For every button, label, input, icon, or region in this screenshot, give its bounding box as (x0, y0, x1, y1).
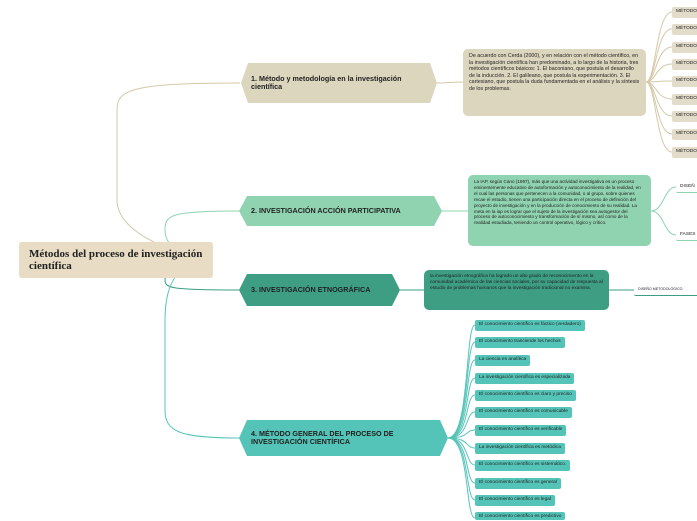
b4-leaf[interactable]: El conocimiento científico es claro y pr… (475, 390, 576, 401)
branch-3-summary-text: la investigación etnográfica ha logrado … (430, 274, 603, 292)
b4-leaf[interactable]: El conocimiento científico es predictivo (475, 512, 566, 520)
branch-2-title: 2. INVESTIGACIÓN ACCIÓN PARTICIPATIVA (251, 205, 401, 215)
b4-leaf[interactable]: El conocimiento científico es fáctico (v… (475, 320, 585, 331)
b4-leaf[interactable]: El conocimiento científico es legal (475, 495, 555, 506)
branch-1-summary-text: De acuerdo con Cerda (2000), y en relaci… (469, 53, 640, 92)
b1-leaf[interactable]: MÉTODO (672, 129, 697, 140)
b2-leaf[interactable]: FASES (676, 230, 697, 241)
b1-leaf[interactable]: MÉTODO (672, 24, 697, 35)
branch-2-shape (239, 196, 442, 226)
branch-1-title: 1. Método y metodología en la investigac… (251, 73, 402, 91)
branch-2-summary-text: La IAP, según Cano (1997), más que una a… (474, 179, 641, 226)
b2-leaf[interactable]: DISEÑ (676, 182, 697, 193)
branch-3-node[interactable]: 3. INVESTIGACIÓN ETNOGRÁFICA (251, 270, 399, 310)
branch-1-node[interactable]: 1. Método y metodología en la investigac… (251, 63, 431, 103)
b1-leaf[interactable]: MÉTODO (672, 59, 697, 70)
branch-1-shape (241, 63, 437, 103)
b1-leaf[interactable]: MÉTODO (672, 76, 697, 87)
branch-2-summary[interactable]: La IAP, según Cano (1997), más que una a… (468, 175, 651, 246)
root-node[interactable]: Métodos del proceso de investigación cie… (19, 242, 213, 278)
b4-leaf[interactable]: El conocimiento trasciende los hechos (475, 337, 565, 348)
root-title: Métodos del proceso de investigación cie… (29, 248, 203, 272)
branch-3-shape (239, 274, 400, 306)
b4-leaf[interactable]: El conocimiento científico es comunicabl… (475, 407, 572, 418)
b1-leaf[interactable]: MÉTODO (672, 147, 697, 158)
branch-3-title: 3. INVESTIGACIÓN ETNOGRÁFICA (251, 284, 371, 294)
b3-leaf[interactable]: DISEÑO METODOLÓGICO (634, 285, 697, 296)
branch-4-title: 4. MÉTODO GENERAL DEL PROCESO DE INVESTI… (251, 428, 394, 446)
branch-3-summary[interactable]: la investigación etnográfica ha logrado … (424, 270, 609, 310)
branch-1-summary[interactable]: De acuerdo con Cerda (2000), y en relaci… (463, 49, 646, 116)
branch-4-shape (239, 420, 448, 456)
b4-leaf[interactable]: El conocimiento científico es sistemátic… (475, 460, 571, 471)
b4-leaf[interactable]: La ciencia es analítica (475, 355, 531, 366)
b1-leaf[interactable]: MÉTODO (672, 42, 697, 53)
branch-4-node[interactable]: 4. MÉTODO GENERAL DEL PROCESO DE INVESTI… (251, 418, 441, 458)
b4-leaf[interactable]: La investigación científica es metódica (475, 443, 565, 454)
b1-leaf[interactable]: MÉTODO (672, 111, 697, 122)
b4-leaf[interactable]: El conocimiento científico es verificabl… (475, 425, 567, 436)
b1-leaf[interactable]: MÉTODO (672, 94, 697, 105)
b4-leaf[interactable]: El conocimiento científico es general (475, 478, 561, 489)
b1-leaf[interactable]: MÉTODO (672, 7, 697, 18)
b4-leaf[interactable]: La investigación científica es especiali… (475, 373, 575, 384)
branch-2-node[interactable]: 2. INVESTIGACIÓN ACCIÓN PARTICIPATIVA (251, 191, 441, 231)
